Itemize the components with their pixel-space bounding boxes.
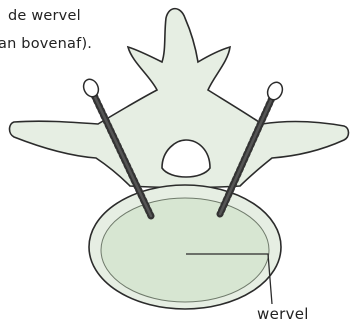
caption-text: de wervel an bovenaf). xyxy=(4,2,92,58)
vertebral-body-inner xyxy=(101,198,269,302)
caption-line-1: de wervel xyxy=(4,2,92,30)
vertebra-label: wervel xyxy=(257,305,309,323)
caption-line-2: an bovenaf). xyxy=(0,30,92,58)
